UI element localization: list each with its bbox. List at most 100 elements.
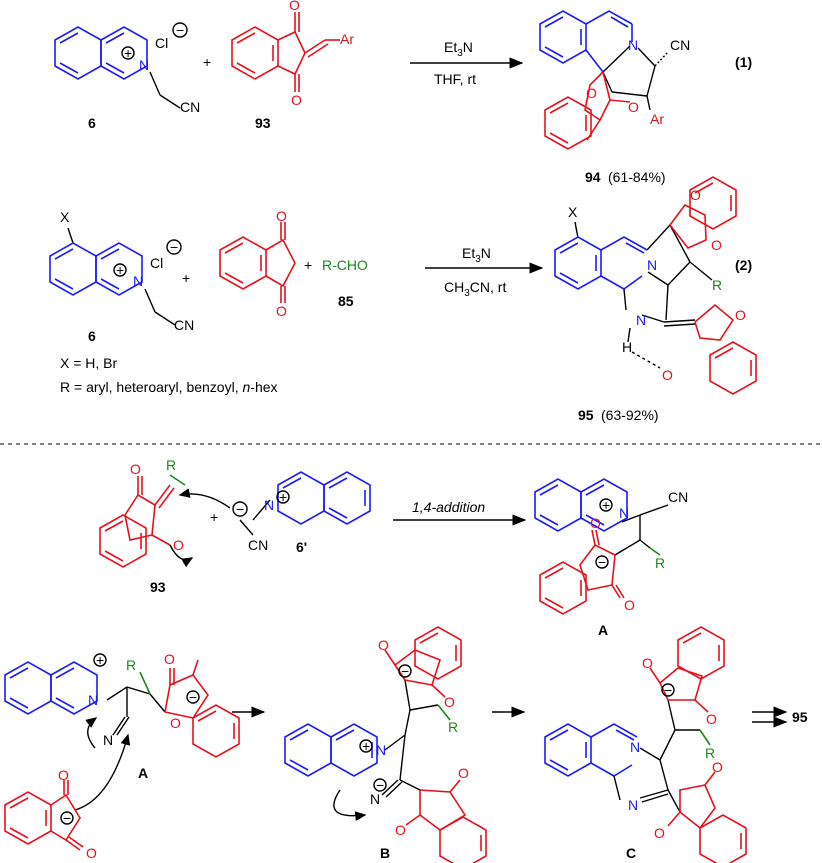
- svg-text:O: O: [130, 461, 141, 477]
- svg-text:+: +: [124, 45, 132, 61]
- svg-text:+: +: [279, 489, 287, 505]
- r2-solvent: CH3CN, rt: [444, 279, 506, 299]
- r2-label-6: 6: [88, 328, 96, 344]
- svg-text:O: O: [735, 307, 746, 323]
- svg-text:O: O: [624, 597, 635, 613]
- svg-text:−: −: [63, 810, 71, 826]
- mech-label-B: B: [380, 845, 390, 861]
- svg-text:+: +: [116, 262, 124, 278]
- r2-number: (2): [735, 257, 752, 273]
- r2-label-95: 95: [578, 407, 594, 423]
- intermediate-A: + −: [4, 652, 240, 758]
- svg-text:−: −: [376, 777, 384, 793]
- svg-text:−: −: [170, 239, 178, 255]
- svg-text:R: R: [655, 555, 665, 571]
- svg-text:O: O: [173, 537, 184, 553]
- r1-plus: +: [203, 54, 211, 70]
- svg-text:−: −: [401, 663, 409, 679]
- svg-text:O: O: [444, 694, 455, 710]
- svg-text:O: O: [590, 515, 601, 531]
- svg-text:N: N: [376, 742, 386, 758]
- r1-label-94: 94: [585, 169, 601, 185]
- svg-text:N: N: [133, 273, 143, 289]
- svg-text:O: O: [276, 208, 287, 224]
- svg-text:R: R: [166, 457, 176, 473]
- mech-label-A-top: A: [598, 622, 608, 638]
- svg-text:+: +: [96, 652, 104, 668]
- r2-aldehyde: R-CHO: [322, 257, 368, 273]
- svg-text:O: O: [458, 765, 469, 781]
- svg-text:−: −: [664, 682, 672, 698]
- svg-text:+: +: [182, 270, 190, 286]
- r1-reagent: Et3N: [444, 39, 473, 59]
- r1-solvent: THF, rt: [434, 71, 476, 87]
- mech-label-C: C: [626, 845, 636, 861]
- svg-text:−: −: [189, 689, 197, 705]
- svg-text:N: N: [264, 497, 274, 513]
- intermediate-C: −: [544, 626, 747, 863]
- svg-text:R: R: [448, 719, 458, 735]
- r2-reagent: Et3N: [462, 245, 491, 265]
- mech-label-A: A: [138, 765, 148, 781]
- ylide-6prime: +: [239, 471, 371, 536]
- svg-text:H: H: [622, 339, 632, 355]
- reaction-2: X + N Cl − CN 6 +: [49, 176, 757, 423]
- svg-text:CN: CN: [668, 489, 688, 505]
- r1-ar: Ar: [340, 31, 354, 47]
- indandione: [219, 222, 296, 303]
- svg-text:CN: CN: [248, 537, 268, 553]
- mech-step-label: 1,4-addition: [412, 499, 485, 515]
- svg-text:Ar: Ar: [650, 111, 664, 127]
- intermediate-B: + −: [284, 626, 487, 863]
- r2-product-x: X: [568, 204, 578, 220]
- reaction-1: + N Cl − CN 6 + O O Ar 93: [54, 0, 752, 185]
- r1-yield: (61-84%): [608, 169, 666, 185]
- svg-text:+: +: [602, 497, 610, 513]
- svg-text:CN: CN: [670, 37, 690, 53]
- svg-text:O: O: [662, 367, 673, 383]
- svg-text:N: N: [647, 257, 657, 273]
- svg-text:CN: CN: [174, 317, 194, 333]
- svg-text:O: O: [642, 655, 653, 671]
- r2-label-85: 85: [338, 293, 354, 309]
- svg-text:O: O: [276, 303, 287, 319]
- svg-text:O: O: [291, 92, 302, 108]
- r1-number: (1): [735, 54, 752, 70]
- svg-text:−: −: [176, 22, 184, 38]
- mechanism-step-1: R O O 93 + − + N CN 6' 1,4-addition: [99, 457, 688, 638]
- svg-text:O: O: [395, 822, 406, 838]
- svg-text:N: N: [139, 57, 149, 73]
- svg-text:N: N: [619, 505, 629, 521]
- r2-x: X: [60, 209, 70, 225]
- svg-text:+: +: [362, 738, 370, 754]
- svg-text:O: O: [289, 0, 300, 13]
- svg-text:O: O: [164, 651, 175, 667]
- svg-text:O: O: [711, 237, 722, 253]
- r2-r-def: R = aryl, heteroaryl, benzoyl, n-hex: [60, 379, 278, 395]
- svg-text:N: N: [628, 37, 638, 53]
- svg-text:O: O: [654, 825, 665, 841]
- svg-text:O: O: [690, 187, 701, 203]
- intermediate-A-top: + −: [534, 478, 669, 615]
- svg-text:Cl: Cl: [150, 255, 163, 271]
- svg-text:O: O: [586, 85, 597, 101]
- mechanism-step-2: + − N R N O O A: [4, 626, 808, 863]
- svg-text:O: O: [378, 637, 389, 653]
- r1-label-6: 6: [88, 115, 96, 131]
- isoquinolinium-6: + N: [54, 26, 181, 109]
- svg-text:O: O: [628, 99, 639, 115]
- svg-text:R: R: [126, 657, 136, 673]
- product-95: [554, 176, 757, 395]
- svg-text:+: +: [210, 509, 218, 525]
- svg-text:N: N: [630, 739, 640, 755]
- r2-x-def: X = H, Br: [60, 355, 118, 371]
- r1-cn: CN: [180, 99, 200, 115]
- svg-text:O: O: [170, 715, 181, 731]
- arylidene-indandione-93-mech: [99, 474, 186, 568]
- svg-text:N: N: [370, 791, 380, 807]
- spiro-product-94: [539, 10, 669, 150]
- r2-yield: (63-92%): [601, 407, 659, 423]
- mech-label-6prime: 6': [296, 539, 307, 555]
